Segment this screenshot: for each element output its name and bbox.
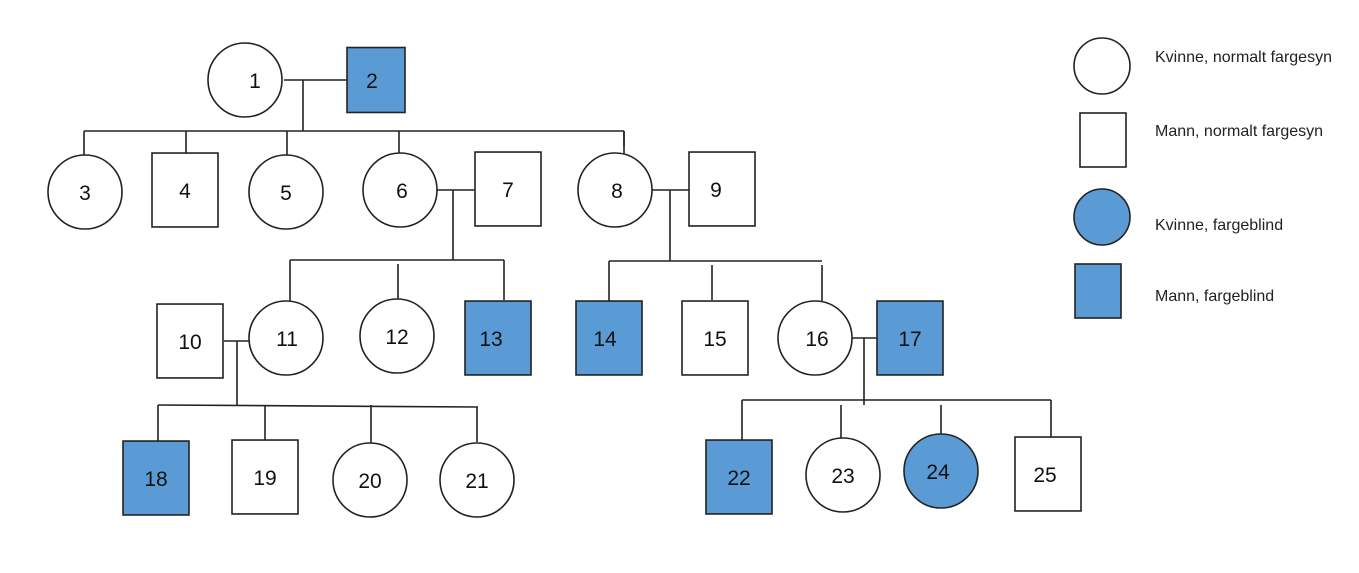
individual-label: 6 [396, 180, 408, 203]
individual-label: 4 [179, 180, 191, 203]
individual-1: 1 [207, 42, 283, 118]
individual-8: 8 [577, 152, 653, 228]
individual-17: 17 [876, 300, 944, 376]
legend-item: Kvinne, fargeblind [1073, 188, 1283, 246]
family-8-9 [608, 189, 823, 304]
family-1-2 [83, 79, 625, 157]
male-symbol [474, 151, 542, 227]
individual-label: 25 [1033, 464, 1056, 487]
individual-label: 5 [280, 182, 292, 205]
individual-label: 18 [144, 468, 167, 491]
affected-male-symbol [464, 300, 532, 376]
individual-label: 11 [276, 328, 298, 351]
individual-24: 24 [903, 433, 979, 509]
individual-16: 16 [777, 300, 853, 376]
family-6-7 [289, 189, 505, 302]
individual-label: 10 [178, 331, 201, 354]
individual-11: 11 [248, 300, 324, 376]
affected-male-symbol [876, 300, 944, 376]
individual-12: 12 [359, 298, 435, 374]
individual-10: 10 [156, 303, 224, 379]
individual-19: 19 [231, 439, 299, 515]
individual-label: 16 [805, 328, 828, 351]
individual-label: 17 [898, 328, 921, 351]
individual-label: 13 [479, 328, 502, 351]
legend-symbol [1074, 263, 1122, 319]
individual-label: 2 [366, 70, 378, 93]
affected-female-symbol [903, 433, 979, 509]
female-symbol [359, 298, 435, 374]
individual-label: 24 [926, 461, 950, 484]
female-symbol [805, 437, 881, 513]
affected-male-symbol [122, 440, 190, 516]
female-symbol [362, 152, 438, 228]
individual-label: 7 [502, 179, 514, 202]
individual-3: 3 [47, 154, 123, 230]
family-16-17 [741, 337, 1052, 440]
individual-label: 22 [727, 467, 750, 490]
affected-male-symbol [575, 300, 643, 376]
sibship-line [157, 404, 479, 408]
individual-label: 21 [465, 470, 488, 493]
individual-7: 7 [474, 151, 542, 227]
individual-label: 12 [385, 326, 408, 349]
female-symbol [248, 300, 324, 376]
female-symbol [332, 442, 408, 518]
legend-item: Kvinne, normalt fargesyn [1073, 37, 1332, 95]
individual-23: 23 [805, 437, 881, 513]
individual-label: 20 [358, 470, 381, 493]
female-symbol [777, 300, 853, 376]
individual-14: 14 [575, 300, 643, 376]
individual-label: 8 [611, 180, 623, 203]
individual-label: 14 [593, 328, 617, 351]
female-symbol [207, 42, 283, 118]
legend-symbol [1073, 37, 1131, 95]
male-symbol [1014, 436, 1082, 512]
connector-lines [83, 79, 1052, 443]
male-symbol [688, 151, 756, 227]
affected-male-symbol [346, 46, 406, 114]
individual-4: 4 [151, 152, 219, 228]
individual-label: 23 [831, 465, 854, 488]
individual-22: 22 [705, 439, 773, 515]
individual-6: 6 [362, 152, 438, 228]
individual-21: 21 [439, 442, 515, 518]
individual-13: 13 [464, 300, 532, 376]
individual-15: 15 [681, 300, 749, 376]
legend-symbol [1079, 112, 1127, 168]
individual-20: 20 [332, 442, 408, 518]
legend-label: Mann, normalt fargesyn [1155, 123, 1323, 140]
affected-male-symbol [705, 439, 773, 515]
individual-label: 19 [253, 467, 276, 490]
male-symbol [231, 439, 299, 515]
legend-label: Kvinne, normalt fargesyn [1155, 49, 1332, 66]
male-symbol [681, 300, 749, 376]
legend-symbol [1073, 188, 1131, 246]
legend-item: Mann, fargeblind [1074, 263, 1274, 319]
female-symbol [248, 154, 324, 230]
individual-18: 18 [122, 440, 190, 516]
male-symbol [156, 303, 224, 379]
individual-label: 15 [703, 328, 726, 351]
legend-item: Mann, normalt fargesyn [1079, 112, 1323, 168]
individual-5: 5 [248, 154, 324, 230]
legend-label: Kvinne, fargeblind [1155, 217, 1283, 234]
individual-25: 25 [1014, 436, 1082, 512]
male-symbol [151, 152, 219, 228]
female-symbol [47, 154, 123, 230]
female-symbol [577, 152, 653, 228]
legend-label: Mann, fargeblind [1155, 288, 1274, 305]
family-10-11 [157, 340, 479, 443]
individual-label: 1 [249, 70, 261, 93]
individual-2: 2 [346, 46, 406, 114]
individual-label: 9 [710, 179, 722, 202]
individual-label: 3 [79, 182, 91, 205]
female-symbol [439, 442, 515, 518]
individual-9: 9 [688, 151, 756, 227]
